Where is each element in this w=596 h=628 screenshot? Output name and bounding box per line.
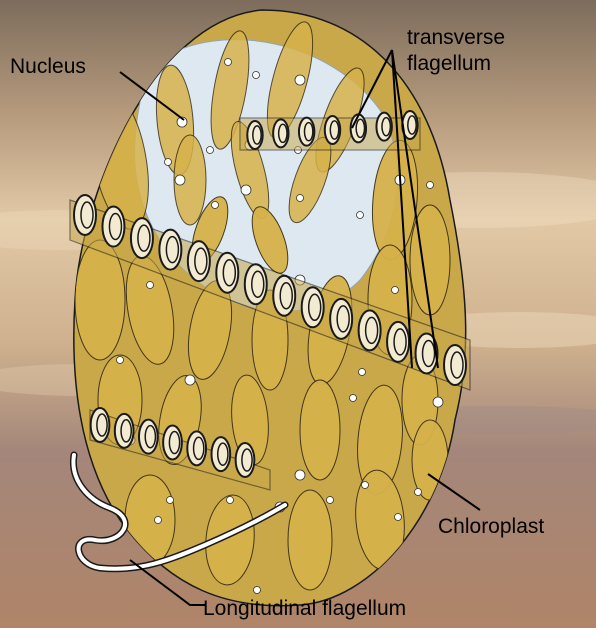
vesicle [327, 497, 334, 504]
flagellum-coil [273, 119, 288, 147]
label-chloroplast: Chloroplast [438, 515, 544, 538]
vesicle [147, 282, 154, 289]
vesicle [155, 517, 162, 524]
vesicle [395, 514, 402, 521]
chloroplast-lobe [300, 380, 340, 480]
vesicle [241, 185, 251, 195]
vesicle [175, 175, 185, 185]
vesicle [297, 195, 304, 202]
vesicle [165, 159, 172, 166]
vesicle [392, 287, 399, 294]
vesicle [253, 72, 260, 79]
vesicle [254, 587, 261, 594]
vesicle [415, 489, 422, 496]
flagellum-coil [376, 113, 391, 141]
label-transverse-line2: flagellum [407, 52, 491, 75]
vesicle [167, 497, 174, 504]
vesicle [359, 369, 366, 376]
flagellum-coil [299, 118, 314, 146]
vesicle [295, 470, 305, 480]
vesicle [185, 375, 195, 385]
vesicle [433, 397, 443, 407]
vesicle [207, 147, 214, 154]
vesicle [362, 482, 369, 489]
vesicle [227, 497, 234, 504]
vesicle [427, 182, 434, 189]
chloroplast-lobe [288, 490, 332, 590]
vesicle [357, 212, 364, 219]
flagellum-coil [247, 121, 262, 149]
vesicle [117, 357, 124, 364]
label-longitudinal-flagellum: Longitudinal flagellum [203, 597, 406, 620]
vesicle [350, 395, 357, 402]
label-transverse-line1: transverse [407, 26, 505, 49]
vesicle [212, 202, 219, 209]
vesicle [225, 59, 232, 66]
flagellum-coil [325, 116, 340, 144]
vesicle [295, 75, 305, 85]
label-nucleus: Nucleus [10, 55, 86, 78]
